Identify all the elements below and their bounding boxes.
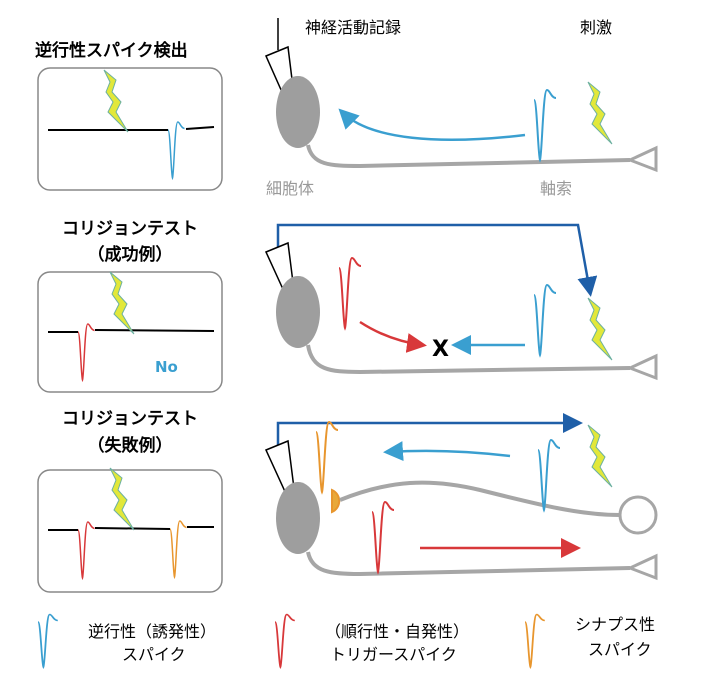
antidromic-spike <box>537 439 561 511</box>
input-neuron-terminal <box>618 495 658 535</box>
stimulus-label: 刺激 <box>580 18 612 37</box>
stimulus-bolt-icon <box>587 81 613 145</box>
synaptic-spike <box>315 421 339 493</box>
trigger-spike <box>371 501 395 573</box>
soma <box>276 76 320 148</box>
orthodromic-arrow <box>359 320 427 353</box>
panel2-subtitle: （成功例） <box>88 244 173 265</box>
axon-label: 軸索 <box>540 179 572 198</box>
axon-terminal <box>626 145 658 173</box>
panel1-title: 逆行性スパイク検出 <box>35 40 188 61</box>
legend-synaptic: シナプス性 スパイク <box>524 613 655 668</box>
soma-label: 細胞体 <box>266 179 314 198</box>
collision-x-icon: X <box>432 337 449 362</box>
panel2-title: コリジョンテスト <box>62 219 198 239</box>
legend-label: スパイク <box>588 640 652 659</box>
soma <box>276 482 320 554</box>
legend-label: シナプス性 <box>575 615 655 634</box>
axon-terminal <box>626 553 658 581</box>
collision-result-no: No <box>155 358 178 376</box>
legend-label: （順行性・自発性） <box>325 622 469 641</box>
antidromic-arrow <box>338 108 526 141</box>
input-axon <box>339 480 621 517</box>
recording-label: 神経活動記録 <box>305 18 401 37</box>
legend-antidromic: 逆行性（誘発性） スパイク <box>37 613 216 668</box>
legend-label: スパイク <box>122 645 186 664</box>
synapse <box>331 488 341 514</box>
legend-trigger: （順行性・自発性） トリガースパイク <box>274 613 469 668</box>
baseline <box>185 126 215 130</box>
axon <box>306 144 631 169</box>
antidromic-arrow <box>383 441 511 462</box>
legend-label: トリガースパイク <box>330 645 457 664</box>
antidromic-spike <box>533 284 557 356</box>
panel3-title: コリジョンテスト <box>62 409 198 429</box>
axon <box>306 551 631 577</box>
soma <box>276 276 320 348</box>
legend-label: 逆行性（誘発性） <box>88 622 216 641</box>
stimulus-bolt-icon <box>587 297 613 361</box>
axon <box>306 344 631 375</box>
trigger-stimulus-link-arrow <box>276 223 598 297</box>
trigger-spike <box>338 257 362 329</box>
antidromic-spike <box>533 89 557 161</box>
axon-terminal <box>626 353 658 381</box>
panel3-subtitle: （失敗例） <box>88 435 173 456</box>
stimulus-bolt-icon <box>587 424 613 488</box>
